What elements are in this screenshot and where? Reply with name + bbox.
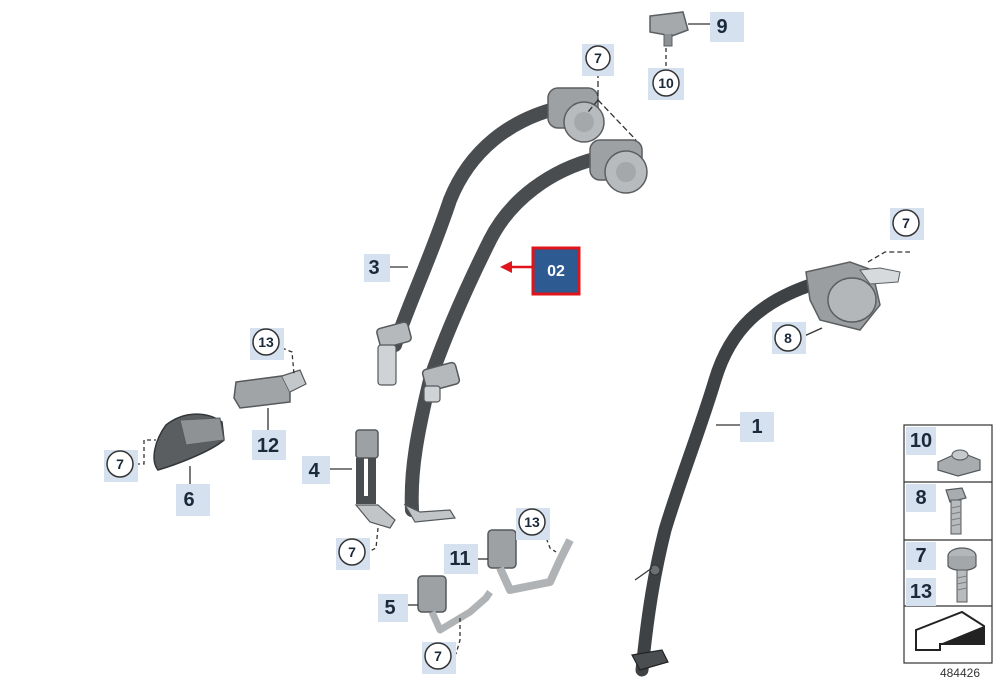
svg-text:8: 8 (915, 487, 926, 509)
diagram-part-id: 484426 (940, 666, 980, 678)
buckle-5[interactable] (406, 575, 493, 634)
svg-text:5: 5 (384, 597, 395, 619)
bolt-icon (945, 487, 967, 535)
circle-callout-13-mid[interactable]: 13 (516, 508, 550, 540)
circle-callout-7-top[interactable]: 7 (582, 44, 614, 76)
legend-row-bolt[interactable]: 8 (906, 484, 967, 535)
callout-4[interactable]: 4 (302, 456, 330, 484)
svg-text:10: 10 (910, 430, 932, 452)
hardware-legend: 10 8 7 13 (903, 424, 993, 664)
callout-6[interactable]: 6 (176, 484, 210, 516)
tongue-3 (376, 321, 412, 386)
callout-3[interactable]: 3 (364, 254, 390, 282)
buckle-4[interactable] (330, 429, 396, 529)
svg-text:7: 7 (915, 545, 926, 567)
dashed-leader-top (587, 72, 637, 141)
svg-text:02: 02 (547, 263, 565, 280)
callout-1[interactable]: 1 (740, 412, 774, 442)
buckle-cover-12[interactable] (233, 369, 307, 430)
svg-text:7: 7 (902, 215, 910, 231)
svg-text:6: 6 (183, 489, 194, 511)
belt-02[interactable] (403, 139, 648, 523)
svg-text:11: 11 (449, 548, 470, 570)
circle-callout-7-bottom[interactable]: 7 (422, 642, 456, 674)
belt-3[interactable] (376, 87, 605, 386)
legend-row-nut[interactable]: 10 (906, 427, 981, 477)
svg-text:8: 8 (784, 330, 792, 346)
retractor-02 (589, 139, 648, 194)
screw-icon (947, 547, 977, 603)
legend-row-symbol (915, 610, 985, 651)
callout-5[interactable]: 5 (378, 594, 408, 622)
circle-callout-8[interactable]: 8 (772, 322, 806, 354)
circle-callout-13-left[interactable]: 13 (250, 328, 284, 360)
buckle-6[interactable] (153, 413, 225, 490)
svg-text:4: 4 (308, 460, 320, 482)
circle-callout-10-top[interactable]: 10 (648, 68, 684, 100)
front-lower-anchor (631, 564, 669, 671)
circle-callout-7-right[interactable]: 7 (890, 208, 924, 240)
svg-text:7: 7 (116, 456, 124, 472)
callout-9[interactable]: 9 (710, 12, 744, 42)
anchor-bracket-02 (403, 503, 457, 523)
svg-text:3: 3 (368, 257, 379, 279)
svg-text:7: 7 (594, 50, 602, 66)
front-retractor (805, 261, 901, 331)
trim-cap-9[interactable] (649, 11, 712, 47)
svg-text:7: 7 (434, 648, 442, 664)
circle-callout-7-left[interactable]: 7 (104, 450, 138, 482)
tongue-02 (421, 361, 461, 403)
legend-row-screw[interactable]: 7 13 (906, 542, 977, 606)
svg-text:13: 13 (524, 514, 540, 530)
retractor-3 (547, 87, 605, 143)
svg-text:9: 9 (716, 16, 727, 38)
svg-text:12: 12 (257, 435, 279, 457)
svg-text:10: 10 (658, 75, 674, 91)
svg-text:13: 13 (258, 334, 274, 350)
circle-callout-7-mid[interactable]: 7 (336, 538, 370, 570)
front-belt-1[interactable] (631, 251, 910, 677)
highlight-marker-02[interactable]: 02 (500, 246, 581, 296)
svg-text:7: 7 (348, 544, 356, 560)
callout-12[interactable]: 12 (252, 430, 286, 460)
svg-text:13: 13 (910, 581, 932, 603)
svg-text:1: 1 (751, 416, 762, 438)
callout-11[interactable]: 11 (444, 544, 478, 574)
